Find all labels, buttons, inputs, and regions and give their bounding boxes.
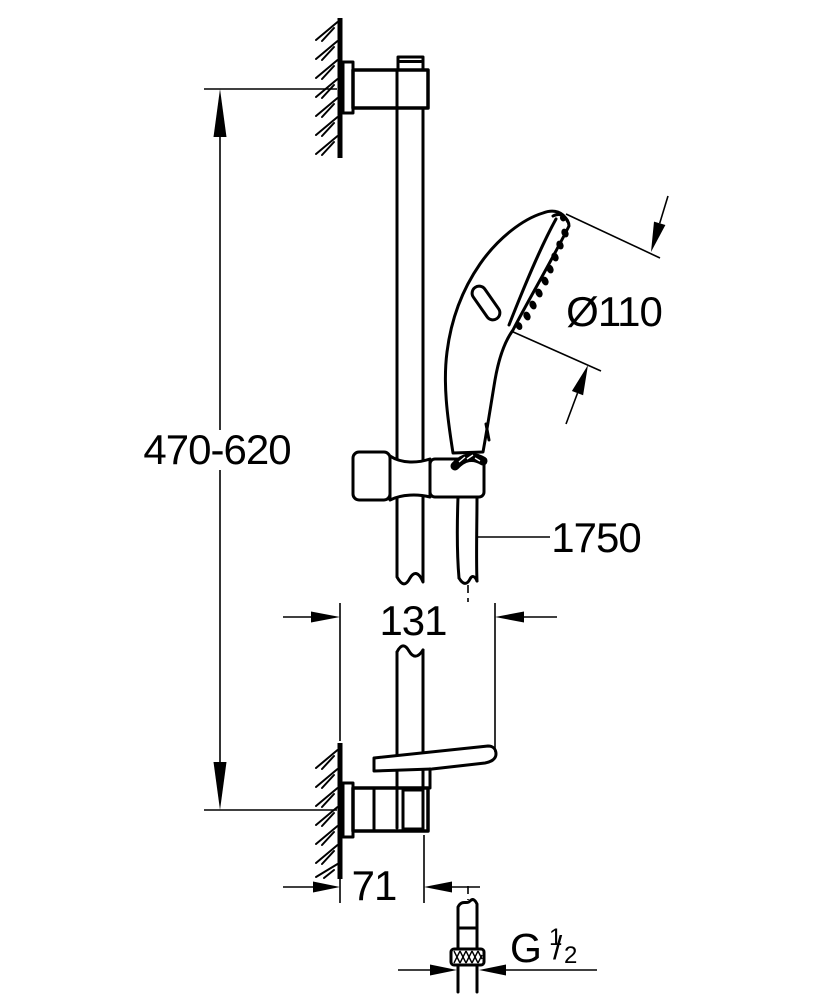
top-wall bbox=[315, 18, 343, 158]
dimension-thread: G 1 / 2 bbox=[398, 924, 597, 976]
spray-face-top-cap bbox=[551, 213, 570, 224]
top-bracket-body bbox=[351, 68, 430, 110]
rail-break-line bbox=[395, 644, 425, 658]
thread-arrow-right bbox=[479, 964, 506, 976]
nut-knurl-pattern bbox=[453, 950, 483, 964]
dimension-head-diameter: Ø110 bbox=[510, 195, 669, 425]
bottom-wall-hatching bbox=[315, 749, 339, 879]
thread-letter: G bbox=[510, 925, 541, 971]
fitting-knurled-nut bbox=[449, 947, 486, 967]
reach-arrow-right bbox=[495, 611, 524, 623]
hose-left-edge bbox=[455, 495, 461, 580]
hose-connection-fitting bbox=[449, 886, 486, 994]
height-label: 470-620 bbox=[143, 426, 290, 473]
shower-rail-lower bbox=[395, 644, 425, 832]
thread-denominator: 2 bbox=[564, 942, 577, 969]
diameter-ext-line-upper bbox=[565, 213, 661, 259]
shower-hose bbox=[455, 495, 479, 602]
shower-rail-upper bbox=[395, 106, 425, 586]
holder-waist bbox=[388, 454, 432, 502]
fitting-upper-tube bbox=[456, 898, 479, 952]
lever-arm bbox=[372, 744, 498, 773]
bottom-wall bbox=[315, 743, 343, 903]
slider-holder bbox=[351, 450, 486, 502]
reach-arrow-left bbox=[311, 611, 340, 623]
hose-length-label: 1750 bbox=[551, 514, 640, 561]
bottom-wall-bracket bbox=[341, 744, 498, 839]
depth-label: 71 bbox=[352, 862, 397, 909]
height-arrow-up bbox=[213, 89, 227, 137]
depth-arrow-left bbox=[313, 881, 340, 893]
reach-label: 131 bbox=[379, 597, 446, 644]
diameter-label: Ø110 bbox=[566, 288, 662, 335]
thread-arrow-left bbox=[430, 964, 457, 976]
diameter-arrow-lower bbox=[571, 365, 588, 396]
thread-numerator: 1 bbox=[549, 924, 562, 951]
top-wall-hatching bbox=[315, 21, 339, 156]
handle-seam-tick bbox=[484, 422, 491, 442]
fitting-lower-tube bbox=[456, 963, 479, 994]
top-bracket-knob bbox=[396, 55, 425, 72]
spray-nozzles bbox=[515, 214, 569, 331]
diameter-arrow-upper bbox=[651, 221, 666, 252]
bottom-bracket-notch bbox=[401, 788, 425, 831]
hose-break-line bbox=[457, 575, 479, 585]
hand-shower-outline bbox=[443, 209, 571, 455]
diameter-arrow-tail-upper bbox=[658, 195, 669, 224]
top-wall-bracket bbox=[341, 55, 430, 115]
diameter-ext-line-lower bbox=[510, 330, 602, 372]
holder-knob bbox=[351, 450, 392, 502]
hand-shower bbox=[443, 209, 571, 471]
diameter-arrow-tail-lower bbox=[565, 392, 579, 425]
thread-slash: / bbox=[553, 929, 563, 966]
depth-arrow-right bbox=[424, 881, 452, 893]
height-arrow-down bbox=[213, 762, 227, 810]
bottom-bracket-body bbox=[351, 786, 430, 833]
dimension-holder-reach: 131 bbox=[283, 597, 557, 752]
dimension-bracket-depth: 71 bbox=[283, 835, 480, 909]
dimension-rail-height: 470-620 bbox=[143, 88, 337, 811]
dimension-hose-length: 1750 bbox=[478, 514, 642, 561]
spray-face-inner-line bbox=[507, 217, 558, 327]
spray-mode-button bbox=[470, 284, 502, 322]
handle-grip-end bbox=[450, 452, 488, 471]
